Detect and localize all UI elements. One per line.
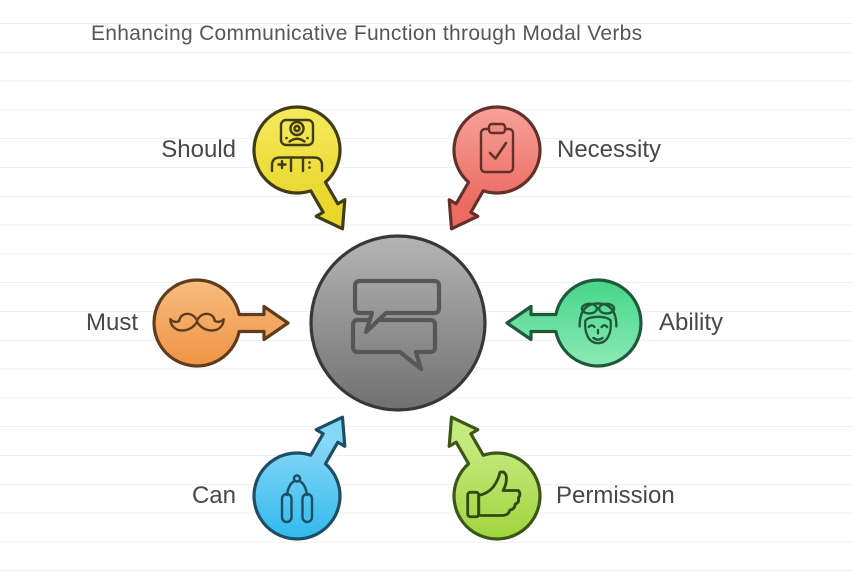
arrow-shape <box>152 278 290 368</box>
arrow-shape <box>447 105 542 231</box>
node-label-can: Can <box>191 482 236 509</box>
node-label-necessity: Necessity <box>557 136 662 163</box>
jump-rope-icon <box>280 474 314 524</box>
chat-bubbles-icon <box>350 278 442 372</box>
robot-doctor-icon <box>270 118 324 173</box>
arrow-shape <box>252 105 347 231</box>
face-goggles-icon <box>578 302 618 345</box>
node-label-permission: Permission <box>556 482 675 509</box>
node-should-graphic <box>252 105 347 231</box>
page-title: Enhancing Communicative Function through… <box>91 22 643 45</box>
node-label-must: Must <box>85 309 138 336</box>
clipboard-check-icon <box>479 122 515 174</box>
arrow-shape <box>252 415 347 541</box>
node-must-graphic <box>152 278 290 368</box>
node-can-graphic <box>252 415 347 541</box>
arrow-shape <box>447 415 542 541</box>
arrow-shape <box>505 278 643 368</box>
node-necessity-graphic <box>447 105 542 231</box>
node-ability-graphic <box>505 278 643 368</box>
node-permission-graphic <box>447 415 542 541</box>
thumbs-up-icon <box>466 470 522 519</box>
mustache-icon <box>169 312 225 332</box>
node-label-ability: Ability <box>659 309 724 336</box>
node-label-should: Should <box>161 136 236 163</box>
central-hub-graphic <box>309 234 487 412</box>
